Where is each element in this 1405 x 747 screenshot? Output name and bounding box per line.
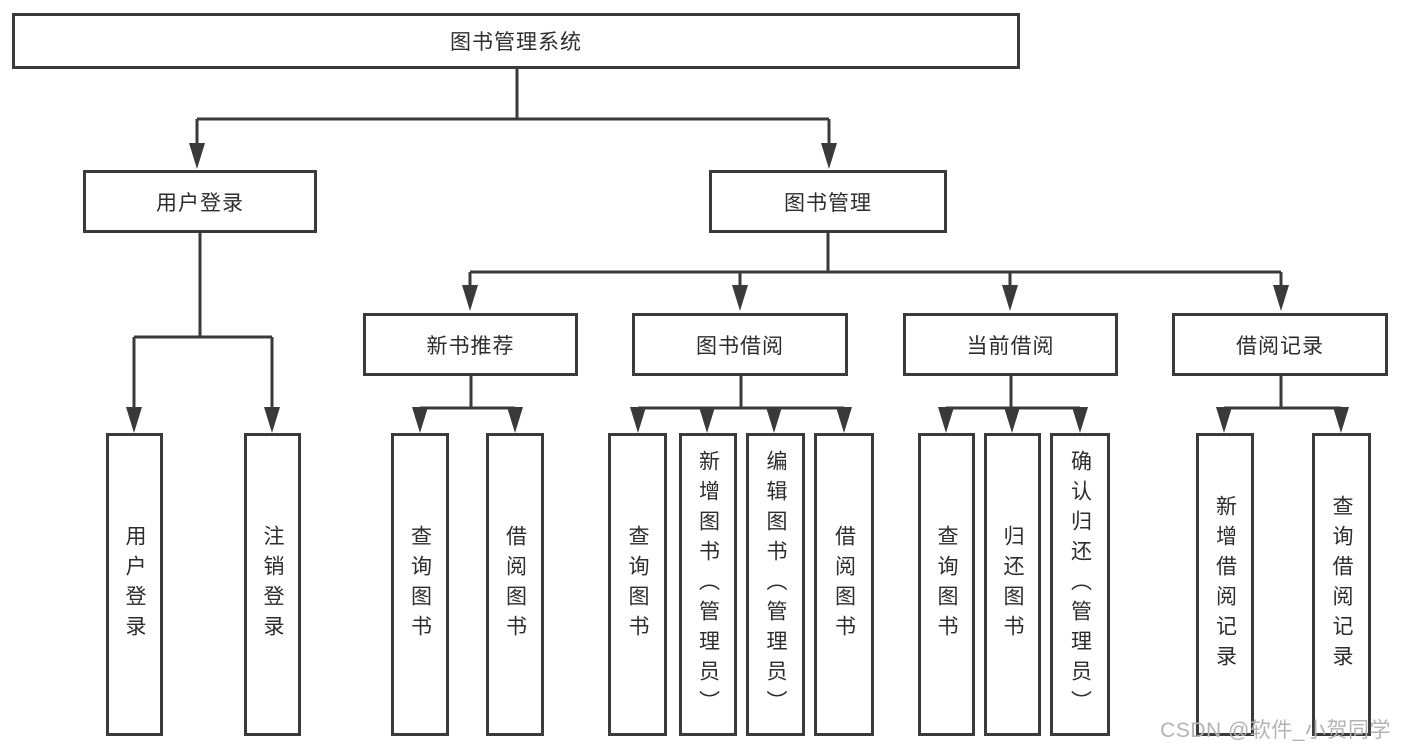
arrow-down-icon: [507, 407, 523, 433]
arrow-down-icon: [1072, 407, 1088, 433]
leaf-label: 查询图书: [935, 524, 958, 645]
connector-borrow-records: [1222, 376, 1343, 410]
arrow-down-icon: [412, 407, 428, 433]
arrow-down-icon: [1216, 407, 1232, 433]
leaf-label: 归还图书: [1001, 524, 1024, 645]
arrowheads: [126, 143, 1349, 433]
watermark: CSDN @软件_小贺同学: [1160, 719, 1391, 742]
leaf-edit-books-admin: 编辑图书（管理员）: [746, 433, 805, 736]
arrow-down-icon: [189, 143, 205, 169]
leaf-label: 新增图书（管理员）: [696, 449, 720, 720]
leaf-return-books: 归还图书: [984, 433, 1041, 736]
leaf-borrow-books-recommend: 借阅图书: [486, 433, 544, 736]
node-book-borrowing-label: 图书借阅: [696, 334, 784, 358]
node-user-login-label: 用户登录: [156, 191, 244, 215]
node-new-book-recommend-label: 新书推荐: [426, 334, 515, 358]
node-root: 图书管理系统: [12, 13, 1020, 69]
arrow-down-icon: [836, 407, 852, 433]
connector-book-borrowing: [636, 376, 846, 410]
leaf-label: 用户登录: [123, 524, 146, 645]
leaf-label: 查询图书: [408, 524, 432, 645]
leaf-user-login: 用户登录: [106, 433, 163, 736]
node-borrow-records-label: 借阅记录: [1236, 334, 1324, 358]
leaf-logout: 注销登录: [244, 433, 301, 736]
connector-book-management: [468, 233, 1283, 287]
arrow-down-icon: [264, 407, 280, 433]
arrow-down-icon: [462, 285, 478, 311]
node-book-borrowing: 图书借阅: [632, 313, 848, 376]
node-book-management: 图书管理: [709, 170, 947, 233]
arrow-down-icon: [1273, 285, 1289, 311]
node-current-borrowing-label: 当前借阅: [966, 334, 1055, 358]
connector-root: [195, 69, 831, 145]
leaf-label: 查询图书: [626, 524, 649, 645]
leaf-label: 借阅图书: [503, 524, 527, 645]
arrow-down-icon: [1004, 407, 1020, 433]
connector-user-login: [132, 233, 274, 410]
arrow-down-icon: [938, 407, 954, 433]
arrow-down-icon: [821, 143, 837, 169]
arrow-down-icon: [766, 407, 782, 433]
node-current-borrowing: 当前借阅: [903, 313, 1118, 376]
leaf-query-borrow-record: 查询借阅记录: [1312, 433, 1371, 736]
node-new-book-recommend: 新书推荐: [363, 313, 578, 376]
leaf-confirm-return-admin: 确认归还（管理员）: [1050, 433, 1110, 736]
leaf-add-borrow-record: 新增借阅记录: [1196, 433, 1254, 736]
arrow-down-icon: [126, 407, 142, 433]
leaf-label: 查询借阅记录: [1330, 494, 1353, 675]
node-borrow-records: 借阅记录: [1172, 313, 1388, 376]
leaf-label: 编辑图书（管理员）: [764, 449, 787, 720]
arrow-down-icon: [1333, 407, 1349, 433]
connector-new-book-recommend: [418, 376, 517, 410]
leaf-label: 借阅图书: [832, 524, 856, 645]
leaf-label: 确认归还（管理员）: [1068, 449, 1092, 720]
leaf-label: 新增借阅记录: [1213, 494, 1237, 675]
leaf-add-books-admin: 新增图书（管理员）: [679, 433, 737, 736]
arrow-down-icon: [699, 407, 715, 433]
node-user-login: 用户登录: [83, 170, 317, 233]
leaf-query-books-current: 查询图书: [918, 433, 975, 736]
leaf-label: 注销登录: [261, 524, 284, 645]
leaf-borrow-books: 借阅图书: [814, 433, 874, 736]
arrow-down-icon: [630, 407, 646, 433]
node-book-management-label: 图书管理: [784, 191, 872, 215]
leaf-query-books-borrowing: 查询图书: [608, 433, 667, 736]
arrow-down-icon: [1002, 285, 1018, 311]
arrow-down-icon: [732, 285, 748, 311]
node-root-label: 图书管理系统: [450, 31, 582, 54]
leaf-query-books-recommend: 查询图书: [391, 433, 449, 736]
connector-current-borrowing: [944, 376, 1082, 410]
